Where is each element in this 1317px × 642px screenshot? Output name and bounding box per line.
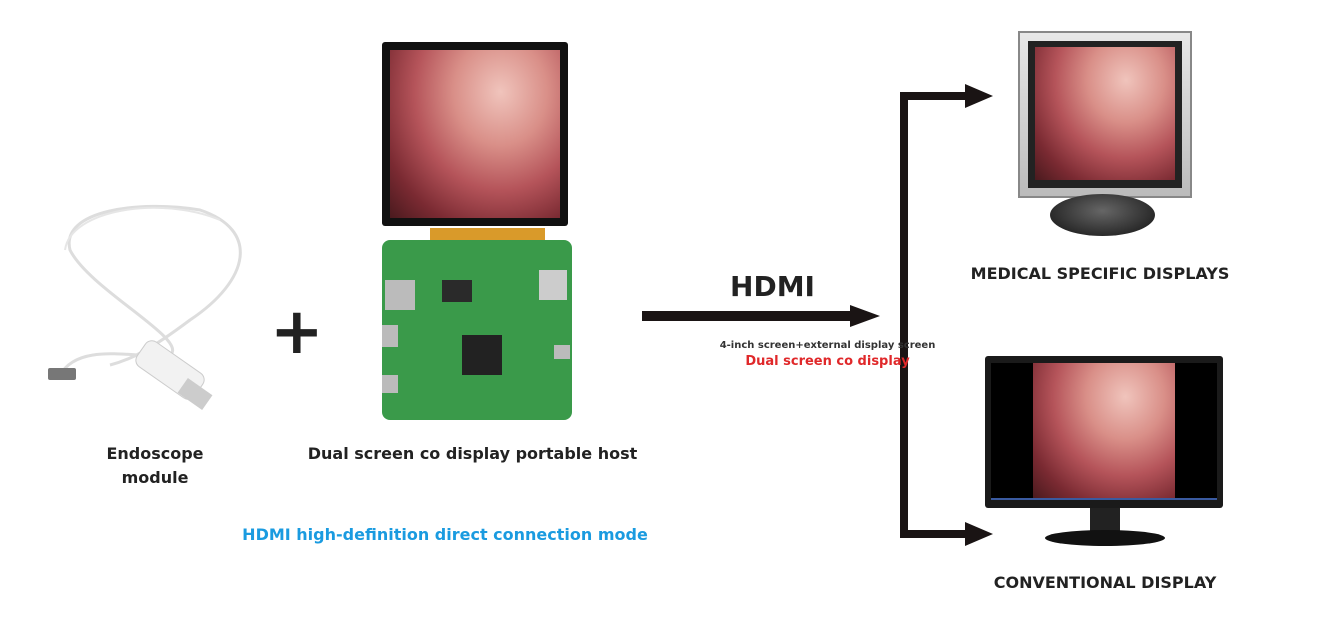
medical-display-label: MEDICAL SPECIFIC DISPLAYS	[970, 264, 1230, 283]
conventional-display-label: CONVENTIONAL DISPLAY	[993, 573, 1217, 592]
endoscope-label-line1: Endoscope	[106, 444, 204, 463]
host-pcb-board	[382, 240, 572, 420]
endoscope-module-image	[48, 204, 242, 410]
plus-sign: +	[270, 295, 324, 369]
branch-line	[900, 92, 908, 538]
host-screen	[382, 42, 568, 226]
hdmi-arrow	[642, 311, 852, 321]
endoscope-label-line2: module	[121, 468, 189, 487]
connection-subtitle: 4-inch screen+external display screen	[719, 340, 936, 351]
connection-highlight: Dual screen co display	[745, 354, 910, 369]
conventional-display	[985, 356, 1223, 508]
mode-label: HDMI high-definition direct connection m…	[242, 525, 648, 544]
host-label: Dual screen co display portable host	[307, 444, 638, 463]
hdmi-title: HDMI	[730, 270, 815, 303]
medical-display	[1018, 31, 1192, 198]
